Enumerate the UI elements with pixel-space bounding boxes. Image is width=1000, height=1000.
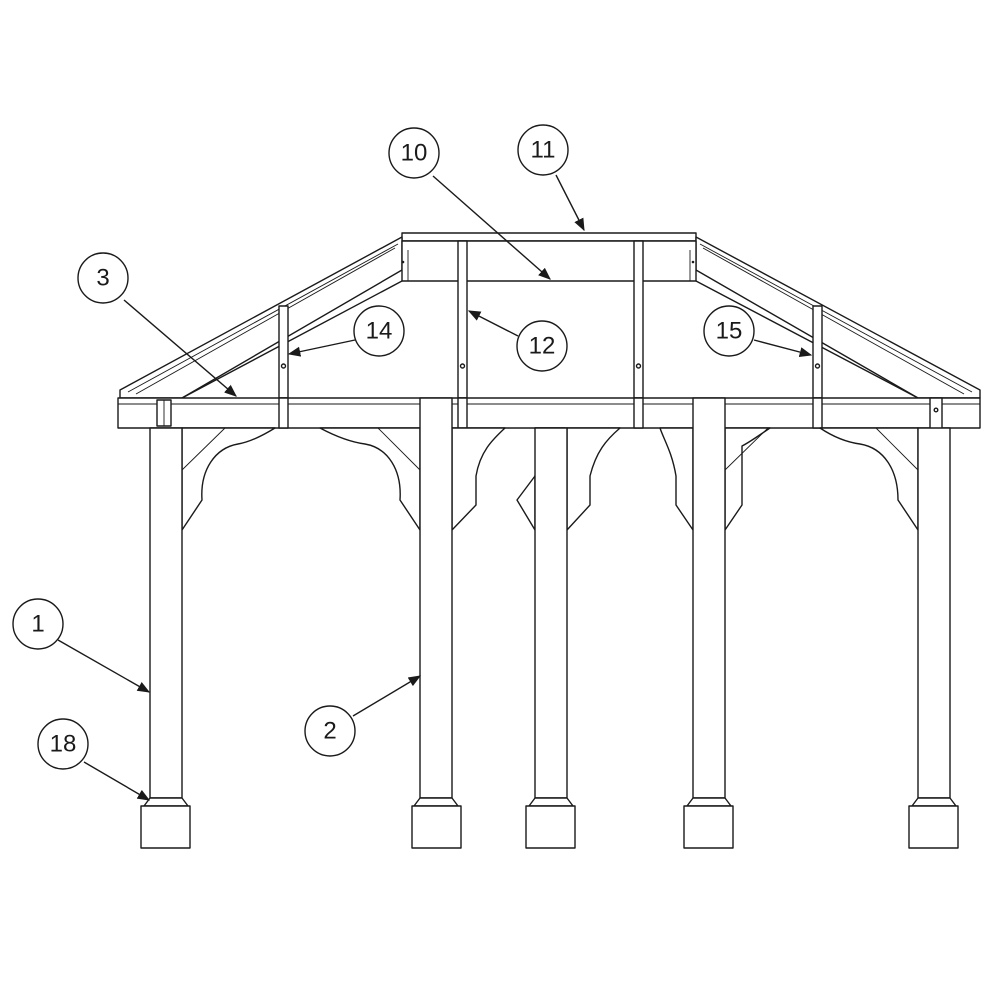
callout-10: 10 xyxy=(388,127,440,179)
main-beam xyxy=(117,397,981,429)
leader-18 xyxy=(83,761,151,801)
leader-12 xyxy=(467,310,519,337)
callout-label: 1 xyxy=(31,611,44,638)
callout-label: 15 xyxy=(716,318,743,345)
callout-12: 12 xyxy=(516,320,568,372)
base-1 xyxy=(140,797,191,849)
callout-18: 18 xyxy=(37,718,89,770)
base-3 xyxy=(525,797,576,849)
callout-label: 18 xyxy=(50,731,77,758)
base-4 xyxy=(683,797,734,849)
leader-2 xyxy=(352,675,422,717)
callout-14: 14 xyxy=(353,305,405,357)
leader-3 xyxy=(123,299,237,397)
callout-label: 12 xyxy=(529,333,556,360)
leader-14 xyxy=(287,339,356,357)
callout-label: 11 xyxy=(531,137,556,164)
leader-lines xyxy=(57,174,813,801)
post-bases xyxy=(140,797,959,849)
leader-1 xyxy=(57,639,151,693)
roof xyxy=(119,232,981,399)
callout-label: 14 xyxy=(366,318,393,345)
strap-left xyxy=(278,305,289,399)
callout-11: 11 xyxy=(517,124,569,176)
leader-11 xyxy=(555,174,585,232)
base-2 xyxy=(411,797,462,849)
strap-right xyxy=(812,305,823,399)
callout-3: 3 xyxy=(77,252,129,304)
callout-15: 15 xyxy=(703,305,755,357)
base-5 xyxy=(908,797,959,849)
callout-2: 2 xyxy=(304,705,356,757)
callout-label: 3 xyxy=(96,265,109,292)
ridge-board xyxy=(401,232,697,242)
callout-label: 2 xyxy=(323,718,336,745)
post-5 xyxy=(917,427,951,799)
upper-beam xyxy=(401,240,697,282)
leader-10 xyxy=(432,175,551,280)
callout-label: 10 xyxy=(401,140,428,167)
leader-15 xyxy=(753,339,813,357)
callout-1: 1 xyxy=(12,598,64,650)
post-3 xyxy=(534,427,568,799)
post-1 xyxy=(149,427,183,799)
posts xyxy=(149,397,951,799)
post-2 xyxy=(419,397,453,799)
strap-center-left xyxy=(457,240,468,399)
post-4 xyxy=(692,397,726,799)
strap-center-right xyxy=(633,240,644,399)
